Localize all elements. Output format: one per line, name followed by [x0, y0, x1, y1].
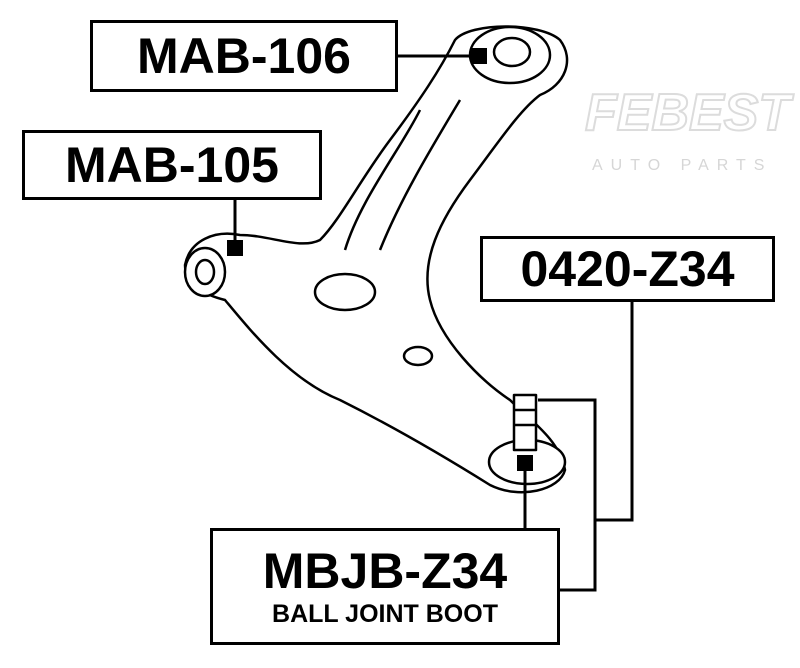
- part-description: BALL JOINT BOOT: [272, 600, 498, 628]
- label-mab-106: MAB-106: [90, 20, 398, 92]
- arm-hole: [313, 272, 377, 312]
- label-mab-105: MAB-105: [22, 130, 322, 200]
- label-0420-z34: 0420-Z34: [480, 236, 775, 302]
- part-number: MAB-106: [137, 28, 351, 84]
- marker-squares: [227, 48, 533, 471]
- watermark-sub: AUTO PARTS: [592, 157, 772, 174]
- control-arm-body: [183, 25, 569, 494]
- part-number: MBJB-Z34: [262, 543, 508, 599]
- ball-joint-stud: [512, 393, 538, 452]
- part-number: 0420-Z34: [520, 241, 735, 297]
- label-mbjb-z34: MBJB-Z34 BALL JOINT BOOT: [210, 528, 560, 645]
- watermark-brand: FEBEST: [585, 84, 794, 142]
- part-number: MAB-105: [65, 137, 279, 193]
